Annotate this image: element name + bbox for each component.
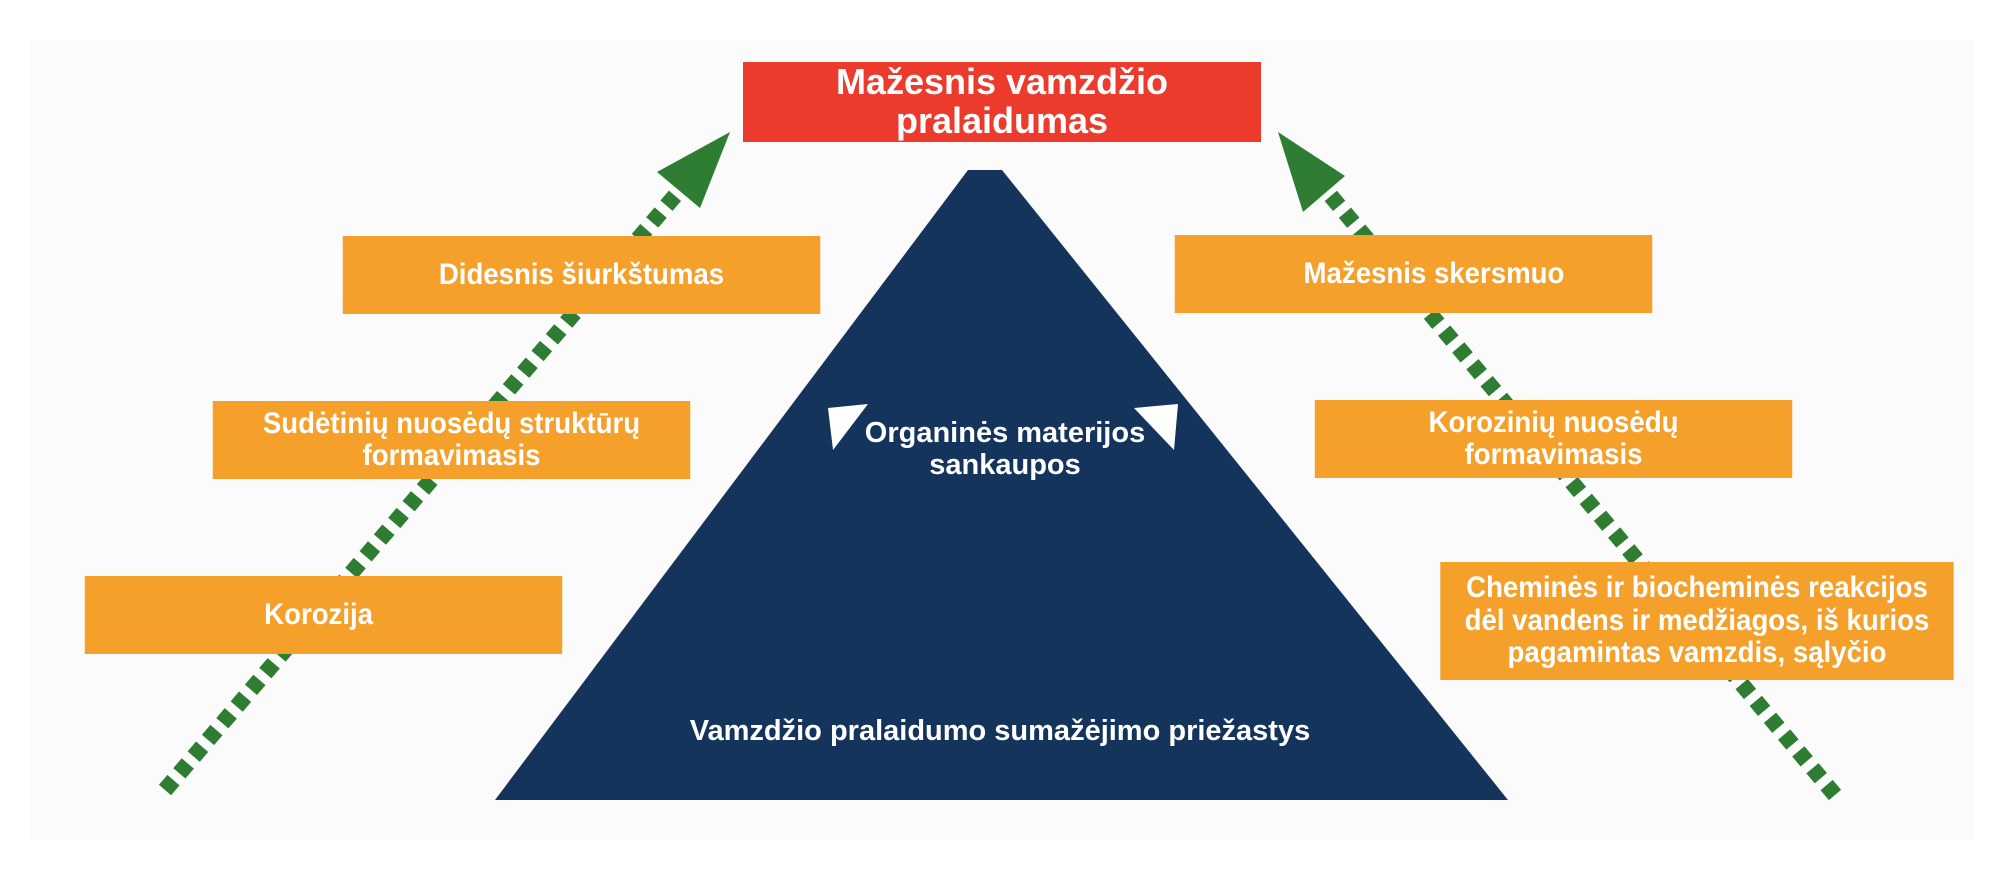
pyramid-inner-label: Organinės materijos sankaupos [864,417,1146,481]
left-factor-box-2: Sudėtinių nuosėdų struktūrų formavimasis [212,401,691,479]
pyramid [495,170,1508,800]
right-factor-box-2: Korozinių nuosėdų formavimasis [1314,400,1793,478]
right-factor-box-1: Mažesnis skersmuo [1174,235,1653,313]
right-factor-label-3: Cheminės ir biocheminės reakcijos dėl va… [1464,571,1930,670]
left-factor-box-3: Korozija [84,576,563,654]
left-factor-label-1: Didesnis šiurkštumas [438,257,725,291]
right-factor-box-3: Cheminės ir biocheminės reakcijos dėl va… [1440,562,1954,680]
pyramid-base-label: Vamzdžio pralaidumo sumažėjimo priežasty… [689,715,1311,747]
left-factor-label-2: Sudėtinių nuosėdų struktūrų formavimasis [262,406,641,472]
right-arrow-head [1278,132,1345,212]
left-white-marker [828,404,868,450]
left-factor-box-1: Didesnis šiurkštumas [342,236,821,314]
left-arrow-head [657,132,730,208]
right-factor-label-1: Mažesnis skersmuo [1303,256,1565,290]
right-white-marker [1134,404,1178,450]
right-factor-label-2: Korozinių nuosėdų formavimasis [1428,405,1679,471]
left-factor-label-3: Korozija [264,597,374,631]
result-box: Mažesnis vamzdžio pralaidumas [743,62,1261,142]
result-label: Mažesnis vamzdžio pralaidumas [835,61,1169,141]
